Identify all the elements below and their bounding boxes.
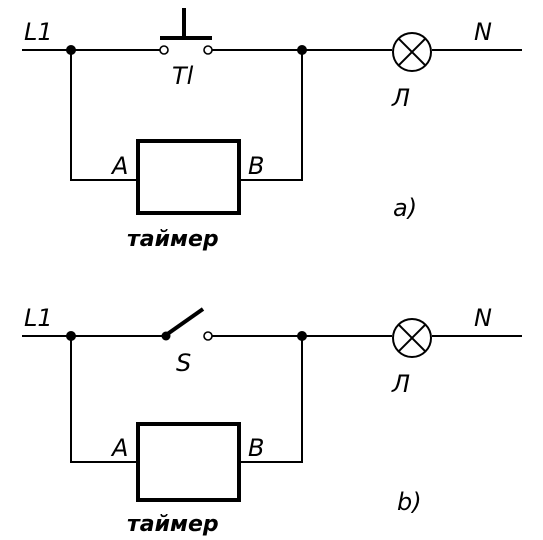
terminal-b-label: B bbox=[248, 152, 264, 180]
terminal-b-label: B bbox=[248, 434, 264, 462]
wire-branch-left-b bbox=[70, 336, 138, 463]
pushbutton-switch-icon bbox=[159, 8, 213, 55]
lamp-label: Л bbox=[391, 370, 410, 398]
wire-branch-right-b bbox=[239, 336, 303, 463]
line-label: L1 bbox=[24, 304, 53, 332]
neutral-label: N bbox=[474, 18, 492, 46]
junction-node bbox=[297, 331, 307, 341]
timer-box-icon bbox=[136, 139, 241, 215]
junction-node bbox=[297, 45, 307, 55]
caption: b) bbox=[397, 488, 422, 516]
junction-node bbox=[66, 45, 76, 55]
timer-box-icon bbox=[136, 422, 241, 502]
terminal-a-label: A bbox=[110, 152, 128, 180]
lamp-icon bbox=[392, 318, 432, 358]
lamp-icon bbox=[392, 32, 432, 72]
wire-branch-left-a bbox=[70, 50, 138, 181]
timer-label: таймер bbox=[127, 227, 219, 252]
switch-label: S bbox=[176, 349, 191, 377]
circuit-a: L1 N Tl Л A B таймер a) bbox=[22, 8, 522, 252]
caption: a) bbox=[393, 194, 417, 222]
switch-label: Tl bbox=[172, 62, 194, 90]
toggle-switch-icon bbox=[161, 307, 213, 341]
lamp-label: Л bbox=[391, 84, 410, 112]
timer-label: таймер bbox=[127, 512, 219, 537]
neutral-label: N bbox=[474, 304, 492, 332]
circuit-b: L1 N S Л A B таймер b) bbox=[22, 304, 522, 537]
line-label: L1 bbox=[24, 18, 53, 46]
wire-branch-right-a bbox=[239, 50, 303, 181]
terminal-a-label: A bbox=[110, 434, 128, 462]
junction-node bbox=[66, 331, 76, 341]
